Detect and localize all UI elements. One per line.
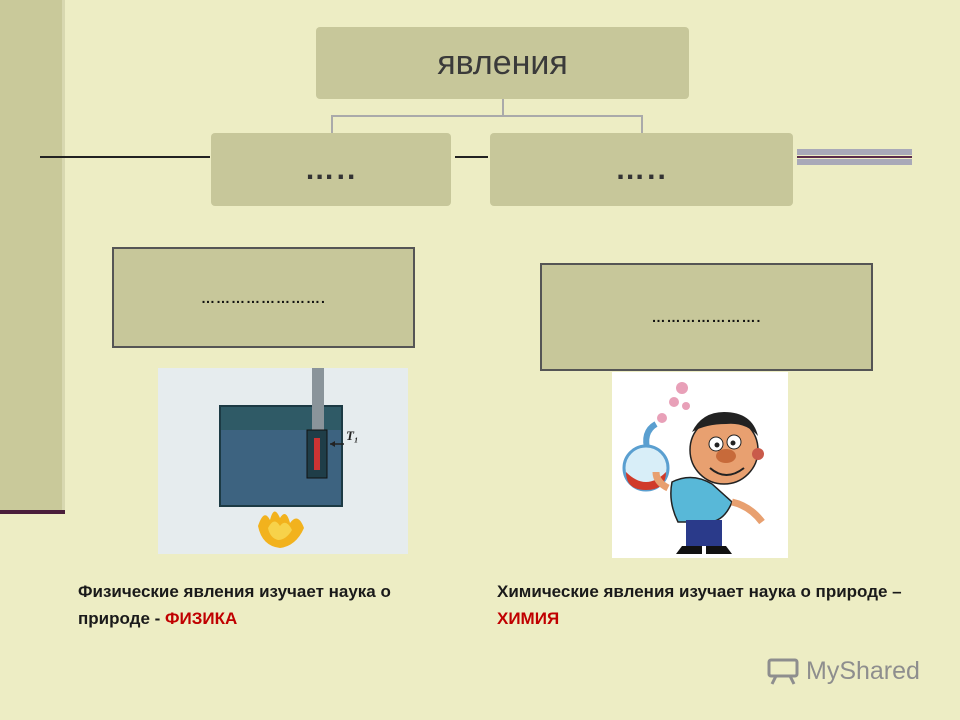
answer-box-right: …………………. xyxy=(540,263,873,371)
caption-physics: Физические явления изучает наука о приро… xyxy=(78,578,448,632)
projector-icon xyxy=(767,658,799,685)
connector-bar xyxy=(331,115,643,117)
answer-box-left-text: ……………………. xyxy=(201,289,326,306)
watermark-text: MyShared xyxy=(806,656,920,685)
branch-node-left: ….. xyxy=(211,133,451,206)
caption-chemistry-highlight: ХИМИЯ xyxy=(497,609,560,628)
connector-left-drop xyxy=(331,115,333,133)
root-node: явления xyxy=(316,27,689,99)
heated-vessel-illustration: T₁ xyxy=(158,368,408,554)
left-decor-bar xyxy=(0,0,65,512)
chemist-illustration xyxy=(612,372,788,558)
thermometer-label: T₁ xyxy=(346,428,358,443)
watermark: MyShared xyxy=(766,656,920,686)
right-decor-stripe xyxy=(797,149,912,155)
connector-right-drop xyxy=(641,115,643,133)
answer-box-left: ……………………. xyxy=(112,247,415,348)
right-decor-stripe-2 xyxy=(797,159,912,165)
answer-box-right-text: …………………. xyxy=(651,309,762,325)
left-decor-line xyxy=(0,510,65,514)
caption-chemistry: Химические явления изучает наука о приро… xyxy=(497,578,937,632)
center-divider-line xyxy=(455,156,488,158)
left-divider-line xyxy=(40,156,210,158)
branch-node-right: ….. xyxy=(490,133,793,206)
caption-chemistry-text: Химические явления изучает наука о приро… xyxy=(497,582,902,601)
connector-stem xyxy=(502,99,504,116)
caption-physics-text: Физические явления изучает наука о приро… xyxy=(78,582,391,628)
caption-physics-highlight: ФИЗИКА xyxy=(165,609,238,628)
right-decor-line xyxy=(797,156,912,158)
